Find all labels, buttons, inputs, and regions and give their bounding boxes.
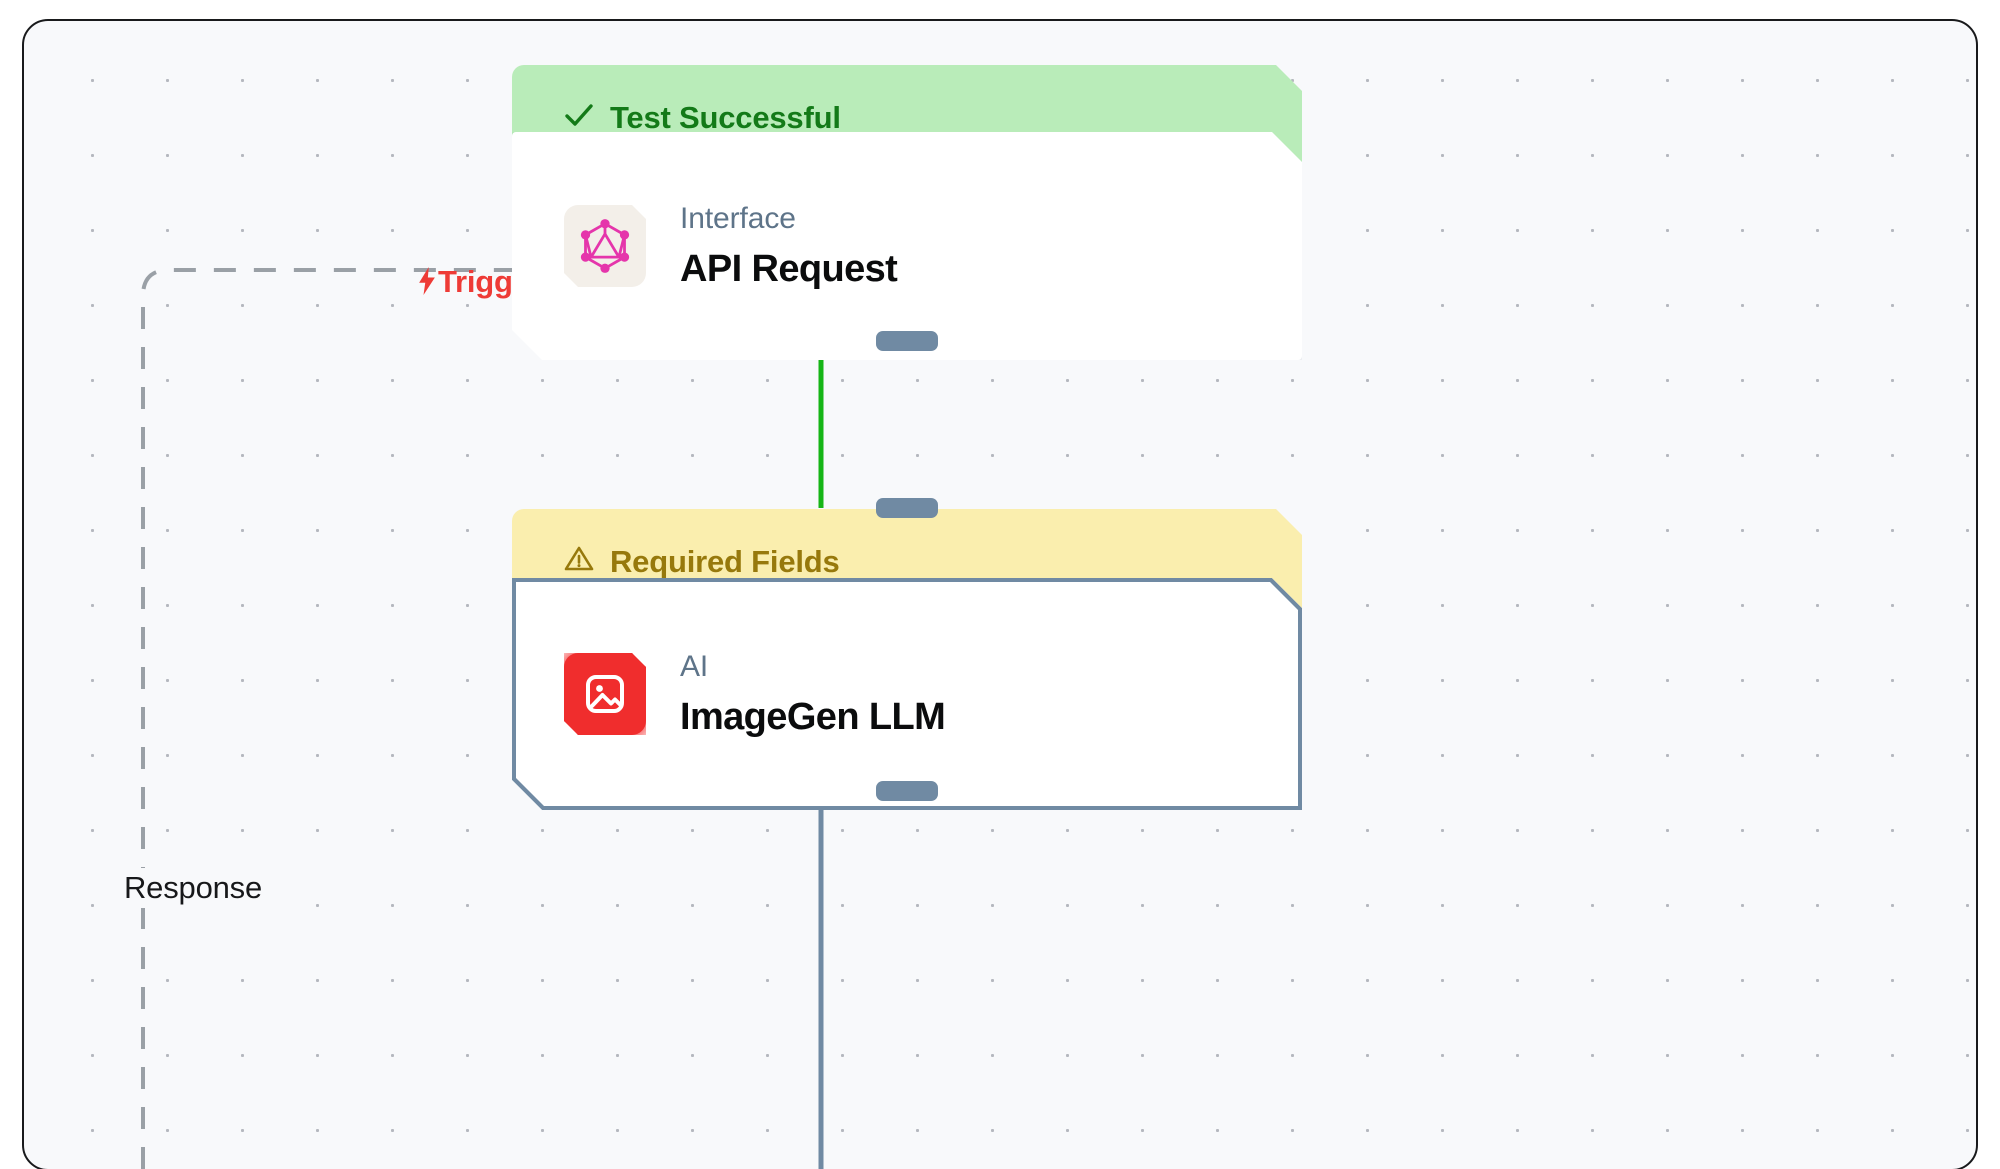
response-edge-label: Response xyxy=(114,868,272,908)
lightning-bolt-icon xyxy=(416,267,438,297)
node-api-request-output-handle[interactable] xyxy=(876,331,938,351)
check-icon xyxy=(564,103,594,133)
node-imagegen-llm-input-handle[interactable] xyxy=(876,498,938,518)
node-api-request-kind: Interface xyxy=(680,201,796,235)
node-imagegen-llm-title: ImageGen LLM xyxy=(680,695,946,738)
node-imagegen-llm-kind: AI xyxy=(680,649,709,683)
node-imagegen-llm[interactable]: Required Fields AI ImageGen LLM xyxy=(512,498,1302,810)
image-icon xyxy=(564,653,646,735)
workflow-canvas[interactable]: Trigger Response Test Successful xyxy=(22,19,1978,1169)
node-imagegen-llm-status-text: Required Fields xyxy=(610,543,840,579)
graphql-icon xyxy=(564,205,646,287)
node-imagegen-llm-card[interactable]: AI ImageGen LLM xyxy=(512,578,1302,810)
node-api-request-card[interactable]: Interface API Request xyxy=(512,132,1302,360)
node-api-request-title: API Request xyxy=(680,247,898,290)
node-api-request-text: Interface API Request xyxy=(680,202,897,291)
node-imagegen-llm-output-handle[interactable] xyxy=(876,781,938,801)
warning-triangle-icon xyxy=(564,545,594,578)
node-api-request-status-text: Test Successful xyxy=(610,99,841,135)
node-api-request[interactable]: Test Successful xyxy=(512,65,1302,360)
node-imagegen-llm-text: AI ImageGen LLM xyxy=(680,650,945,739)
